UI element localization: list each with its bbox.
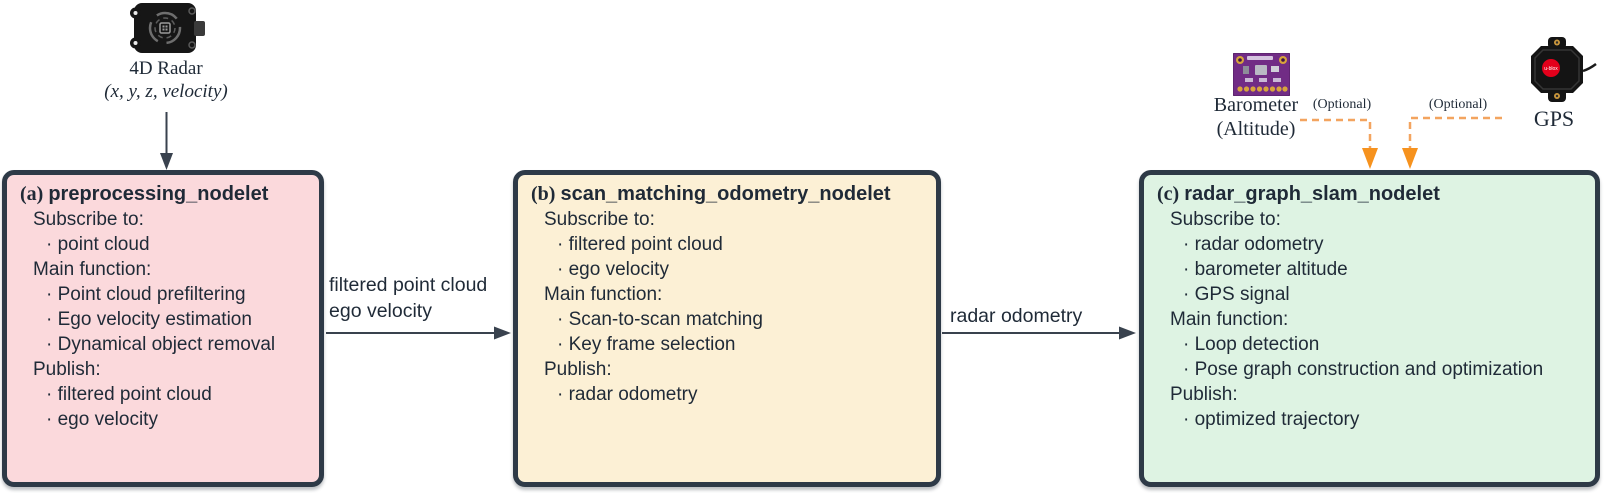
node-b-line: · radar odometry [557, 384, 698, 405]
edge-a-to-b-label-line2: ego velocity [329, 300, 432, 322]
barometer-optional-tag: (Optional) [1312, 97, 1372, 112]
node-a-name: preprocessing_nodelet [48, 183, 269, 205]
radar-graph-slam-nodelet-title: (c)radar_graph_slam_nodelet [1157, 183, 1587, 206]
node-a-line: · Point cloud prefiltering [46, 284, 246, 305]
node-a-prefix: (a) [20, 183, 44, 205]
edge-a-to-b-label-line1: filtered point cloud [329, 274, 488, 296]
radar-label-sublabel: (x, y, z, velocity) [104, 81, 228, 102]
radar-label-title: 4D Radar [129, 58, 203, 79]
node-c-name: radar_graph_slam_nodelet [1184, 183, 1440, 205]
node-c-line: Main function: [1170, 309, 1289, 330]
node-c-line: Publish: [1170, 384, 1238, 405]
4d-radar-sensor-icon [128, 2, 206, 59]
radar-label: 4D Radar (x, y, z, velocity) [63, 57, 269, 103]
node-a-line: · ego velocity [46, 409, 158, 430]
node-b-prefix: (b) [531, 183, 556, 205]
barometer-sensor-icon [1232, 52, 1291, 101]
node-b-line: · Scan-to-scan matching [557, 309, 763, 330]
gps-optional-tag: (Optional) [1428, 97, 1488, 112]
node-c-prefix: (c) [1157, 183, 1180, 205]
node-b-name: scan_matching_odometry_nodelet [560, 183, 891, 205]
node-b-line: · filtered point cloud [557, 234, 723, 255]
preprocessing-nodelet-title: (a)preprocessing_nodelet [20, 183, 311, 206]
node-c-line: · optimized trajectory [1183, 409, 1360, 430]
scan-matching-odometry-nodelet-title: (b)scan_matching_odometry_nodelet [531, 183, 928, 206]
node-b-line: · ego velocity [557, 259, 669, 280]
radar-graph-slam-nodelet-box: (c)radar_graph_slam_nodelet Subscribe to… [1139, 170, 1600, 487]
node-c-line: · radar odometry [1183, 234, 1324, 255]
scan-matching-odometry-nodelet-box: (b)scan_matching_odometry_nodelet Subscr… [513, 170, 941, 487]
edge-a-to-b-label: filtered point cloud ego velocity [329, 272, 487, 324]
preprocessing-to-scan-matching-arrow [326, 326, 511, 340]
node-c-line: · Loop detection [1183, 334, 1320, 355]
barometer-label-title: Barometer [1213, 94, 1299, 116]
gps-label: GPS [1533, 106, 1575, 131]
barometer-pcb-graphic [1232, 52, 1291, 97]
radar-to-preprocessing-arrow [160, 112, 173, 170]
node-c-line: · GPS signal [1183, 284, 1290, 305]
gps-device-graphic: u-blox [1531, 37, 1597, 102]
radar-device-graphic [130, 3, 205, 53]
node-a-line: · Dynamical object removal [46, 334, 276, 355]
node-a-line: · point cloud [46, 234, 150, 255]
node-c-line: Subscribe to: [1170, 209, 1281, 230]
edge-b-to-c-label: radar odometry [950, 305, 1083, 327]
node-a-line: Publish: [33, 359, 101, 380]
svg-text:u-blox: u-blox [1544, 66, 1558, 72]
node-a-line: · Ego velocity estimation [46, 309, 252, 330]
node-b-line: · Key frame selection [557, 334, 736, 355]
gps-to-graph-slam-dashed-arrow [1402, 116, 1502, 169]
preprocessing-nodelet-box: (a)preprocessing_nodelet Subscribe to: ·… [2, 170, 324, 487]
node-b-line: Subscribe to: [544, 209, 655, 230]
node-b-line: Publish: [544, 359, 612, 380]
barometer-label-sublabel: (Altitude) [1216, 118, 1296, 140]
gps-sensor-icon: u-blox [1521, 36, 1597, 109]
node-a-line: · filtered point cloud [46, 384, 212, 405]
node-c-line: · barometer altitude [1183, 259, 1348, 280]
node-b-line: Main function: [544, 284, 663, 305]
barometer-label: Barometer (Altitude) [1176, 93, 1336, 141]
node-a-line: Main function: [33, 259, 152, 280]
node-a-line: Subscribe to: [33, 209, 144, 230]
node-c-line: · Pose graph construction and optimizati… [1183, 359, 1544, 380]
